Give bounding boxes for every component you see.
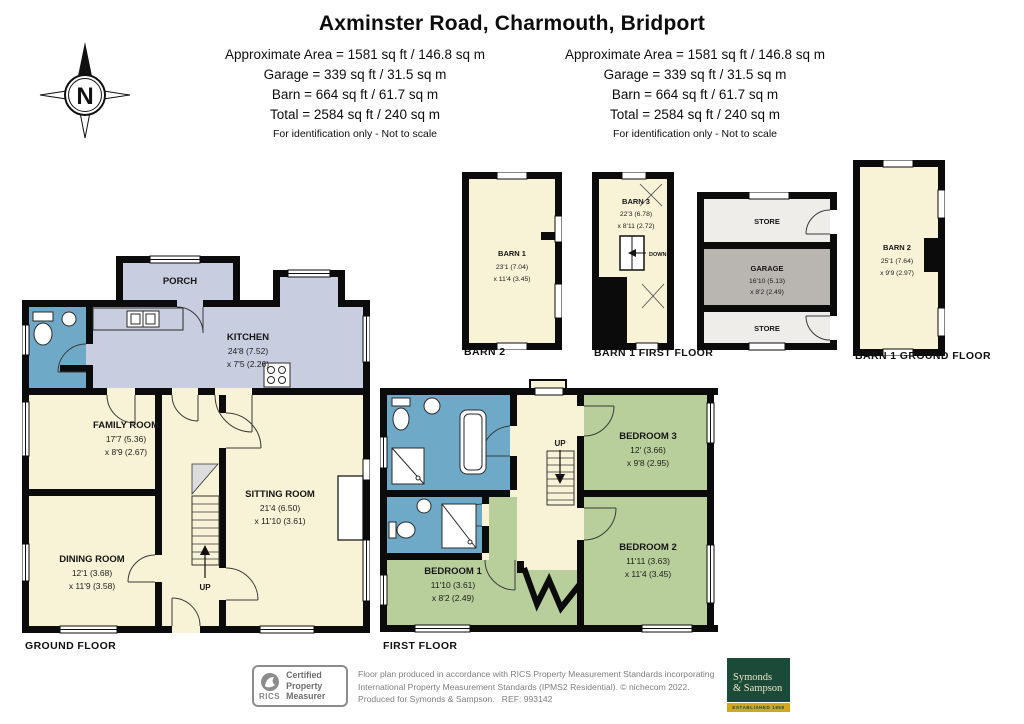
family-room-dim2: x 8'9 (2.67) xyxy=(105,447,147,457)
agent-name: Symonds & Sampson xyxy=(727,658,790,702)
stairs-down: DOWN xyxy=(619,235,666,271)
disclaimer-line3: Produced for Symonds & Sampson. REF: 993… xyxy=(358,694,553,704)
bedroom2-dim2: x 11'4 (3.45) xyxy=(625,569,672,579)
area-summary-right: Approximate Area = 1581 sq ft / 146.8 sq… xyxy=(530,45,860,141)
windows xyxy=(380,387,715,633)
rics-lion-icon xyxy=(260,672,279,691)
garage-dim1: 16'10 (5.13) xyxy=(749,278,785,285)
garage-dim2: x 8'2 (2.49) xyxy=(750,289,784,296)
first-floor-caption: FIRST FLOOR xyxy=(383,640,458,652)
stairs-up-label: UP xyxy=(554,439,566,448)
total-area-line: Total = 2584 sq ft / 240 sq m xyxy=(270,107,440,122)
ground-floor-plan: UP PORCH xyxy=(22,255,370,634)
barn1-ground-floor-caption: BARN 1 GROUND FLOOR xyxy=(855,350,991,362)
restricted-height-marks xyxy=(639,183,665,309)
barn-area-line: Barn = 664 sq ft / 61.7 sq m xyxy=(271,87,439,102)
kitchen-dim2: x 7'5 (2.26) xyxy=(227,359,269,369)
kitchen-fixtures xyxy=(92,307,291,388)
garage-label: GARAGE xyxy=(751,264,784,273)
garage-area-line: Garage = 339 sq ft / 31.5 sq m xyxy=(263,67,447,82)
wc-fixtures xyxy=(32,311,77,346)
scale-note: For identification only - Not to scale xyxy=(273,128,437,140)
bedroom3-label: BEDROOM 3 xyxy=(619,431,677,442)
barn1-first-floor-caption: BARN 1 FIRST FLOOR xyxy=(594,347,714,359)
sitting-room-dim2: x 11'10 (3.61) xyxy=(254,516,305,526)
barn1-ground-room-dim2: x 9'9 (2.97) xyxy=(880,270,914,277)
barn1-first-room-label: BARN 3 xyxy=(622,197,650,206)
bedroom1-dim1: 11'10 (3.61) xyxy=(431,580,476,590)
area-summary-left: Approximate Area = 1581 sq ft / 146.8 sq… xyxy=(190,45,520,141)
garage-store-plan: STORE GARAGE 16'10 (5.13) x 8'2 (2.49) S… xyxy=(697,192,837,351)
barn2-room-dim2: x 11'4 (3.45) xyxy=(493,276,530,283)
symonds-sampson-logo: Symonds & Sampson ESTABLISHED 1858 xyxy=(727,658,790,712)
sitting-room-label: SITTING ROOM xyxy=(245,489,315,500)
total-area-line: Total = 2584 sq ft / 240 sq m xyxy=(610,107,780,122)
rics-brand: RICS xyxy=(259,691,281,701)
first-floor-plan: UP BEDROOM 3 12' (3 xyxy=(380,379,718,633)
stairs-up: UP xyxy=(546,439,575,506)
porch xyxy=(116,255,240,307)
door-arcs xyxy=(57,306,262,627)
bedroom3-dim2: x 9'8 (2.95) xyxy=(627,458,669,468)
barn1-first-room-dim2: x 8'11 (2.72) xyxy=(617,223,654,230)
bedroom3-dim1: 12' (3.66) xyxy=(630,445,666,455)
bedroom1-dim2: x 8'2 (2.49) xyxy=(432,593,474,603)
approx-area-line: Approximate Area = 1581 sq ft / 146.8 sq… xyxy=(224,47,486,62)
rics-logo: RICS xyxy=(259,672,280,701)
family-room-label: FAMILY ROOM xyxy=(93,420,159,431)
windows xyxy=(22,315,370,634)
kitchen-label: KITCHEN xyxy=(227,332,269,343)
barn1-first-room-dim1: 22'3 (6.78) xyxy=(620,211,652,218)
disclaimer-text: Floor plan produced in accordance with R… xyxy=(358,668,738,706)
approx-area-line: Approximate Area = 1581 sq ft / 146.8 sq… xyxy=(564,47,826,62)
stairs-down-label: DOWN xyxy=(649,252,666,258)
bedroom2-label: BEDROOM 2 xyxy=(619,542,677,553)
stairs-up: UP xyxy=(191,463,220,592)
corridor-zigzag-wall xyxy=(521,566,583,614)
scale-note: For identification only - Not to scale xyxy=(613,128,777,140)
store-top-label: STORE xyxy=(754,217,780,226)
kitchen-dim1: 24'8 (7.52) xyxy=(228,346,269,356)
rics-certification-text: Certified Property Measurer xyxy=(286,670,326,702)
disclaimer-line1: Floor plan produced in accordance with R… xyxy=(358,669,715,679)
dining-room-dim2: x 11'9 (3.58) xyxy=(69,581,116,591)
bathroom-fixtures xyxy=(388,397,487,549)
compass-north-icon: N xyxy=(39,42,131,139)
dining-room-dim1: 12'1 (3.68) xyxy=(72,568,113,578)
compass-n-label: N xyxy=(76,83,93,110)
barn-area-line: Barn = 664 sq ft / 61.7 sq m xyxy=(611,87,779,102)
barn2-plan: BARN 1 23'1 (7.04) x 11'4 (3.45) xyxy=(462,172,562,350)
garage-area-line: Garage = 339 sq ft / 31.5 sq m xyxy=(603,67,787,82)
porch-label: PORCH xyxy=(163,276,197,287)
family-room-dim1: 17'7 (5.36) xyxy=(106,434,147,444)
barn2-room-label: BARN 1 xyxy=(498,249,526,258)
dining-room-label: DINING ROOM xyxy=(59,554,125,565)
rics-badge: RICS Certified Property Measurer xyxy=(252,665,348,707)
sitting-room-dim1: 21'4 (6.50) xyxy=(260,503,301,513)
ground-floor-caption: GROUND FLOOR xyxy=(25,640,117,652)
stairs-up-label: UP xyxy=(199,583,211,592)
agent-established: ESTABLISHED 1858 xyxy=(727,703,790,712)
bedroom2-dim1: 11'11 (3.63) xyxy=(626,556,670,566)
door-arcs xyxy=(805,209,831,341)
barn2-room-dim1: 23'1 (7.04) xyxy=(496,264,528,271)
interior-walls xyxy=(387,395,714,625)
store-bottom-label: STORE xyxy=(754,324,780,333)
bedroom1-label: BEDROOM 1 xyxy=(424,566,482,577)
barn2-caption: BARN 2 xyxy=(464,346,506,358)
barn1-ground-floor-plan: BARN 2 25'1 (7.64) x 9'9 (2.97) xyxy=(853,160,945,356)
barn1-ground-room-dim1: 25'1 (7.64) xyxy=(881,258,913,265)
sitting-room-bay xyxy=(337,475,364,541)
page-title: Axminster Road, Charmouth, Bridport xyxy=(318,12,706,35)
barn1-first-floor-plan: DOWN BARN 3 22'3 (6.78) x 8'11 (2.72) xyxy=(592,172,674,350)
barn1-ground-room-label: BARN 2 xyxy=(883,243,911,252)
disclaimer-line2: International Property Measurement Stand… xyxy=(358,681,690,692)
